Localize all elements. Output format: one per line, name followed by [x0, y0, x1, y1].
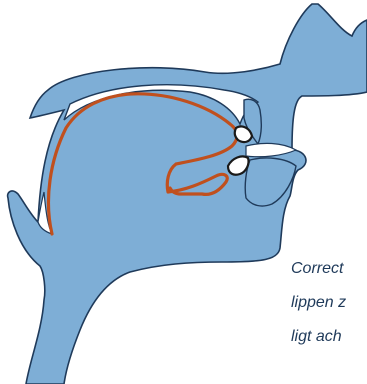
caption-line-1: Correct [291, 252, 346, 286]
caption-line-2: lippen z [291, 286, 346, 320]
caption-text: Correct lippen z ligt ach [291, 252, 346, 354]
caption-line-3: ligt ach [291, 320, 346, 354]
